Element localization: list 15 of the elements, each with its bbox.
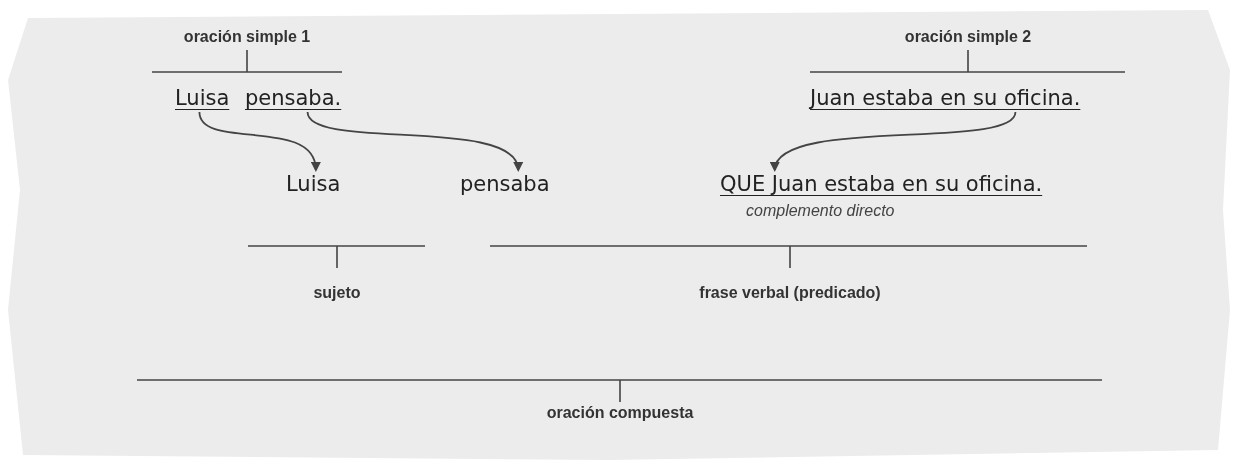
arrow [773, 111, 1017, 172]
underlined-sentence: pensaba. [245, 86, 342, 110]
constituent-label: sujeto [313, 284, 361, 302]
underlined-sentence: Juan estaba en su oficina. [810, 86, 1081, 110]
constituent-label: oración simple 1 [183, 28, 311, 46]
underlined-sentence: Luisa [175, 86, 230, 110]
sentence-part: Luisa [286, 172, 341, 196]
grammar-label: complemento directo [746, 202, 896, 220]
constituent-label: oración compuesta [546, 404, 694, 422]
sentence-part: QUE Juan estaba en su oficina. [720, 172, 1043, 196]
arrow [198, 111, 320, 172]
constituent-label: oración simple 2 [904, 28, 1032, 46]
sentence-part: pensaba [460, 172, 550, 196]
arrow [306, 111, 521, 172]
constituent-label: frase verbal (predicado) [699, 284, 881, 302]
